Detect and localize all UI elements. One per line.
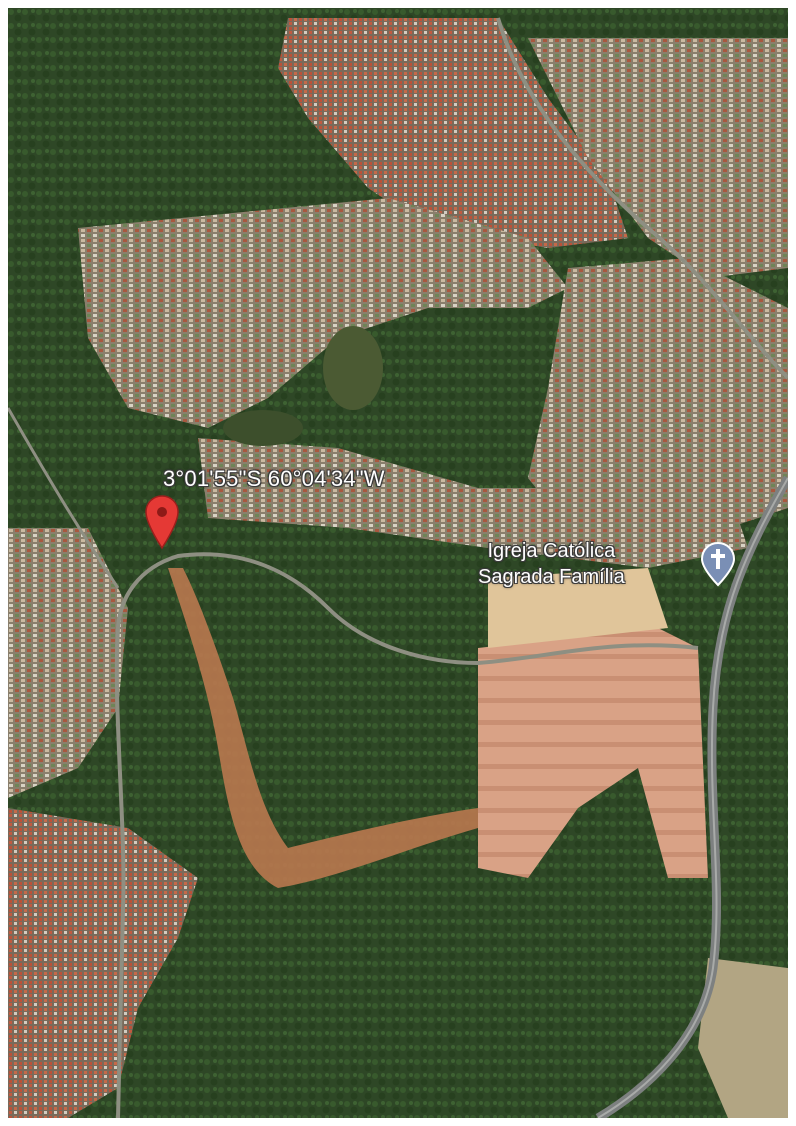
coordinate-label: 3°01'55"S 60°04'34"W: [163, 466, 385, 491]
poi-label[interactable]: Igreja Católica Sagrada Família: [478, 538, 625, 590]
satellite-map[interactable]: 3°01'55"S 60°04'34"W Igreja Católica Sag…: [8, 8, 788, 1118]
satellite-imagery: [8, 8, 788, 1118]
map-pin-icon[interactable]: [144, 494, 180, 550]
church-cross-icon[interactable]: [699, 541, 737, 587]
poi-name-line-2: Sagrada Família: [478, 566, 625, 588]
poi-name-line-1: Igreja Católica: [487, 540, 616, 562]
